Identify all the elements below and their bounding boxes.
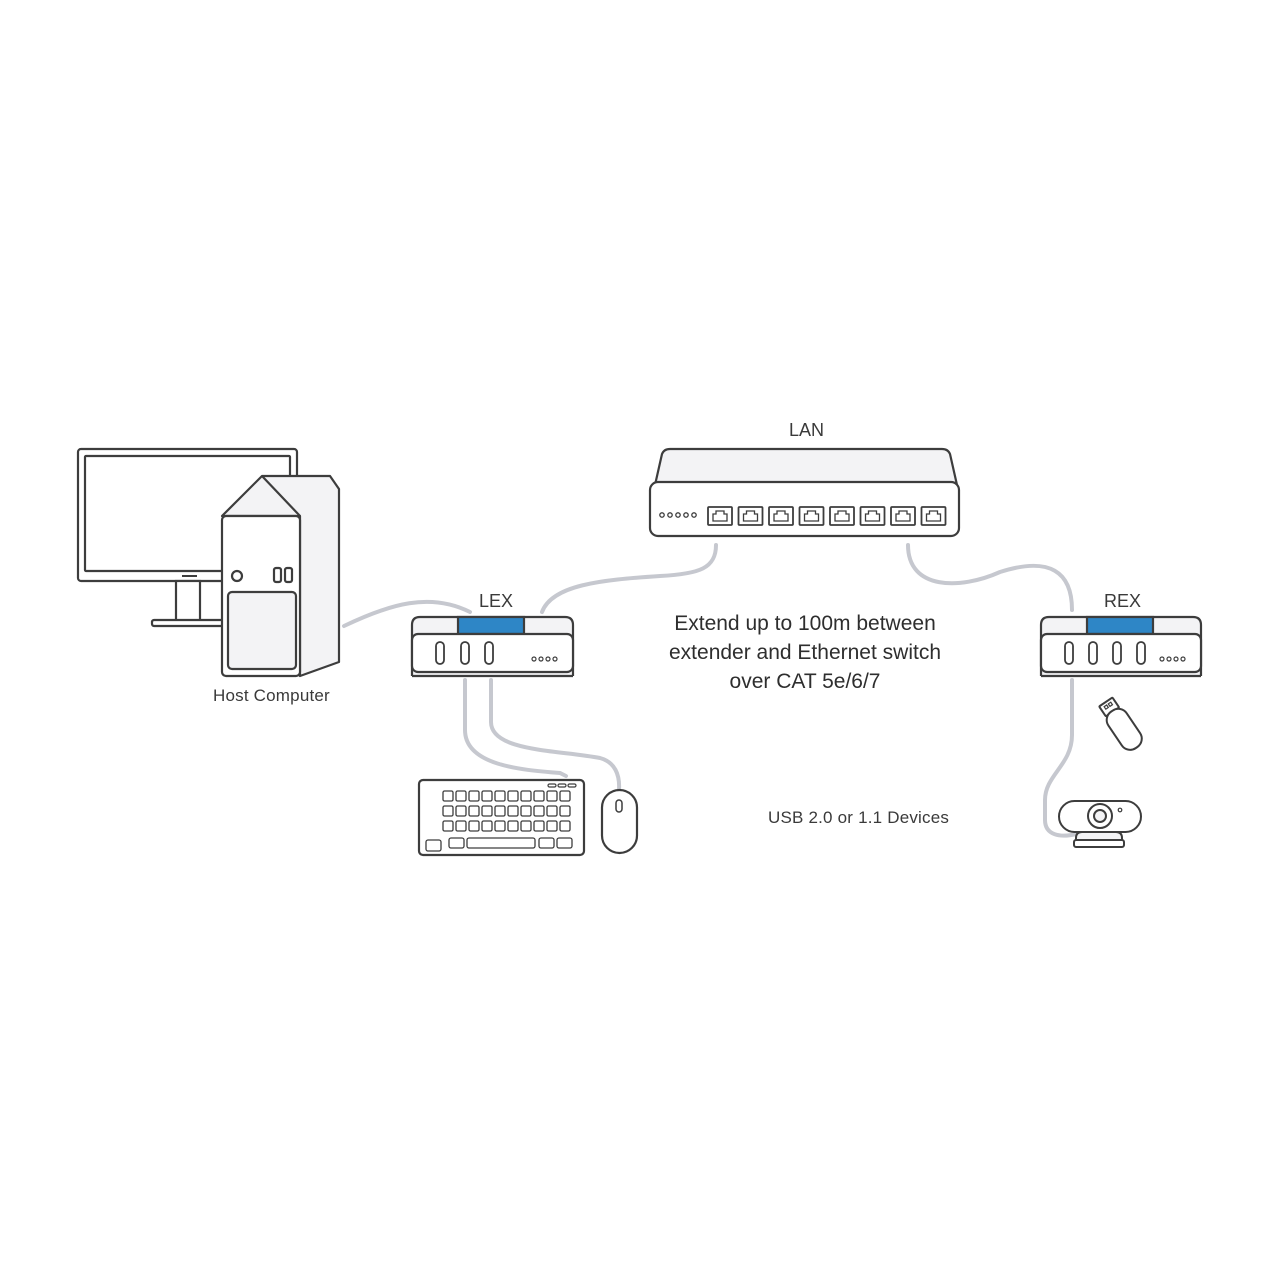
rj45-port-icon [829, 506, 855, 526]
cable-lex-to-mouse [489, 678, 622, 792]
webcam-lens [1093, 809, 1107, 823]
keyboard-key [455, 805, 467, 817]
webcam-clip-base [1073, 839, 1125, 848]
keyboard-key [481, 790, 493, 802]
keyboard-key [494, 790, 506, 802]
lex-status-leds [531, 656, 558, 662]
keyboard-indicator-leds [547, 783, 577, 788]
lex-usb-ports [435, 641, 494, 665]
rj45-port-icon [798, 506, 825, 526]
keyboard-spacebar [466, 837, 536, 849]
lex-label: LEX [479, 591, 514, 611]
cable-rex-to-webcam [1043, 678, 1078, 838]
mouse-icon [600, 788, 639, 855]
keyboard-key [520, 820, 532, 832]
ethernet-switch-icon [648, 447, 961, 538]
keyboard-key [442, 790, 454, 802]
keyboard-key [507, 790, 519, 802]
keyboard-key [442, 805, 454, 817]
switch-top [653, 447, 959, 487]
host-computer-label: Host Computer [213, 686, 330, 705]
keyboard-keys [442, 790, 571, 832]
flash-drive-body [1105, 707, 1143, 751]
cables [342, 543, 1078, 838]
webcam-icon [1058, 800, 1142, 848]
keyboard-key [533, 805, 545, 817]
caption-line: over CAT 5e/6/7 [729, 670, 881, 693]
usb-flash-drive-icon [1098, 696, 1143, 751]
keyboard-key [559, 790, 571, 802]
keyboard-body [417, 778, 586, 857]
rj45-port-icon [707, 506, 733, 526]
cable-switch-to-rex [906, 543, 1074, 612]
keyboard-key [533, 820, 545, 832]
keyboard-key [468, 820, 480, 832]
rj45-port-icon [768, 506, 794, 526]
keyboard-key [533, 790, 545, 802]
cable-host-to-lex [342, 599, 472, 628]
monitor-neck [174, 579, 202, 623]
lan-label: LAN [789, 420, 825, 440]
keyboard-key [520, 790, 532, 802]
keyboard-key [507, 805, 519, 817]
switch-status-leds [659, 512, 697, 518]
distance-caption: Extend up to 100m between extender and E… [600, 609, 1010, 696]
keyboard-key [494, 820, 506, 832]
keyboard-key [546, 820, 558, 832]
rex-usb-ports [1064, 641, 1146, 665]
usb-devices-label: USB 2.0 or 1.1 Devices [768, 808, 950, 827]
monitor-base [150, 618, 229, 628]
keyboard-key [455, 790, 467, 802]
rj45-port-icon [920, 506, 947, 526]
rj45-port-icon [859, 506, 886, 526]
mouse-body [600, 788, 639, 855]
rex-accent-panel [1085, 615, 1155, 636]
keyboard-key [520, 805, 532, 817]
mouse-wheel [615, 799, 623, 813]
switch-ports [707, 506, 947, 526]
keyboard-key [481, 805, 493, 817]
keyboard-key [481, 820, 493, 832]
rex-label: REX [1104, 591, 1142, 611]
lex-extender-icon [410, 615, 575, 678]
pc-tower-icon [220, 474, 341, 678]
caption-line: extender and Ethernet switch [669, 641, 941, 664]
cable-lex-to-switch [540, 543, 718, 614]
rex-status-leds [1159, 656, 1186, 662]
keyboard-key [442, 820, 454, 832]
rj45-port-icon [737, 506, 764, 526]
keyboard-key [468, 805, 480, 817]
keyboard-key [546, 790, 558, 802]
keyboard-key [559, 805, 571, 817]
keyboard-key [494, 805, 506, 817]
rex-extender-icon [1039, 615, 1203, 678]
caption-line: Extend up to 100m between [674, 612, 936, 635]
cable-lex-to-keyboard [463, 678, 568, 778]
rj45-port-icon [890, 506, 916, 526]
keyboard-key [507, 820, 519, 832]
keyboard-key [455, 820, 467, 832]
tower-front-panel [226, 590, 298, 671]
keyboard-key [546, 805, 558, 817]
lex-accent-panel [456, 615, 526, 636]
keyboard-key [468, 790, 480, 802]
power-button-icon [230, 569, 244, 583]
keyboard-key [559, 820, 571, 832]
keyboard-icon [417, 778, 586, 857]
